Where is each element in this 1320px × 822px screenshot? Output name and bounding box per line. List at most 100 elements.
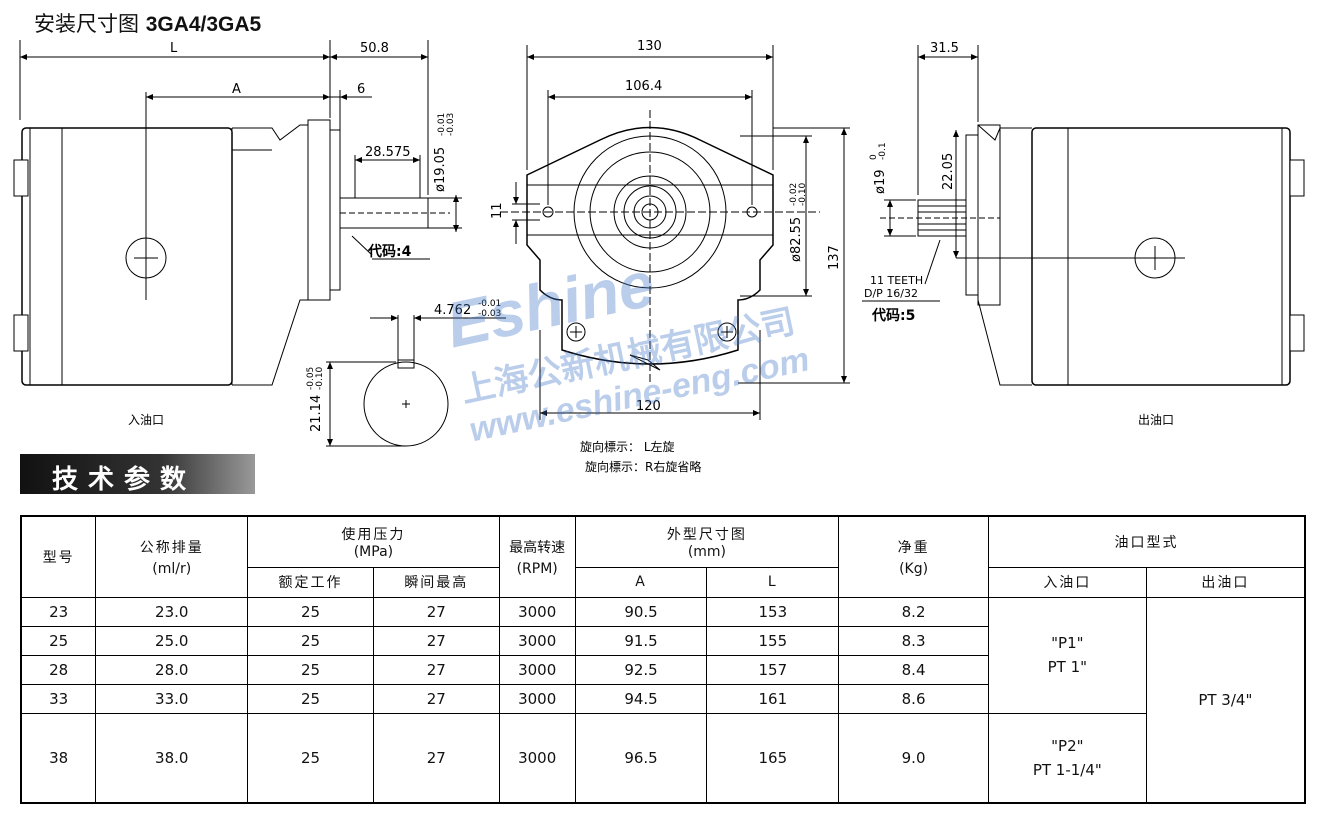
dim-A: A xyxy=(232,82,241,97)
dim-106-4: 106.4 xyxy=(625,79,662,94)
spline-teeth: 11 TEETH xyxy=(870,274,923,287)
cell-displacement: 23.0 xyxy=(95,596,249,627)
dim-key: 4.762 xyxy=(434,303,471,318)
header-pressure: 使用压力 (MPa) xyxy=(247,515,500,568)
cell-rated: 25 xyxy=(247,625,374,656)
dim-137: 137 xyxy=(827,245,842,270)
dim-pilot: ø82.55 xyxy=(789,217,804,262)
table-row: 25 25.0 25 27 3000 91.5 155 8.3 xyxy=(20,625,1305,656)
cell-weight: 8.2 xyxy=(838,596,989,627)
cell-speed: 3000 xyxy=(498,596,576,627)
dim-21-14-tol-bot: -0.10 xyxy=(315,366,325,390)
cell-L: 161 xyxy=(706,683,840,714)
cell-weight: 9.0 xyxy=(838,712,989,804)
cell-displacement: 25.0 xyxy=(95,625,249,656)
dim-spline-dia: ø19 xyxy=(873,170,888,195)
side-view-left xyxy=(13,40,462,386)
cell-inlet-p2: "P2" PT 1-1/4" xyxy=(987,712,1147,804)
cell-weight: 8.4 xyxy=(838,654,989,685)
cell-L: 165 xyxy=(706,712,840,804)
spec-table: 型号 公称排量 (ml/r) 使用压力 (MPa) 最高转速 (RPM) 外型尺… xyxy=(20,515,1306,804)
header-displacement: 公称排量 (ml/r) xyxy=(95,515,249,598)
cell-A: 94.5 xyxy=(574,683,708,714)
cell-speed: 3000 xyxy=(498,654,576,685)
cell-peak: 27 xyxy=(372,712,500,804)
dim-21-14: 21.14 xyxy=(309,395,324,432)
dim-11: 11 xyxy=(490,202,505,219)
shaft-key-section xyxy=(326,315,506,447)
dim-shaft-tol-bot: -0.03 xyxy=(446,113,456,136)
port-p1-size: PT 1" xyxy=(1047,658,1088,676)
header-L: L xyxy=(706,566,840,598)
header-displacement-unit: (ml/r) xyxy=(152,560,192,577)
rotation-right: 旋向標示：R右旋省略 xyxy=(585,459,701,474)
installation-drawing: L 50.8 A 6 28.575 ø19.05 -0.01 -0.03 代码:… xyxy=(13,39,1305,474)
header-displacement-label: 公称排量 xyxy=(139,539,204,556)
cell-displacement: 33.0 xyxy=(95,683,249,714)
cell-peak: 27 xyxy=(372,625,500,656)
header-pressure-unit: (MPa) xyxy=(353,543,394,560)
dim-pilot-tol-top: -0.02 xyxy=(789,183,799,206)
cell-model: 38 xyxy=(20,712,97,804)
cell-peak: 27 xyxy=(372,683,500,714)
dim-28-575: 28.575 xyxy=(365,145,411,160)
port-p2-size: PT 1-1/4" xyxy=(1032,760,1102,779)
cell-A: 91.5 xyxy=(574,625,708,656)
title-model: 3GA4/3GA5 xyxy=(145,13,262,36)
header-port-type: 油口型式 xyxy=(987,515,1306,568)
cell-model: 28 xyxy=(20,654,97,685)
dim-50-8: 50.8 xyxy=(360,41,389,56)
header-dimensions: 外型尺寸图 (mm) xyxy=(574,515,840,568)
dim-key-tol-top: -0.01 xyxy=(478,299,501,309)
header-peak: 瞬间最高 xyxy=(372,566,500,598)
cell-speed: 3000 xyxy=(498,683,576,714)
header-dimensions-label: 外型尺寸图 xyxy=(666,526,747,543)
cell-rated: 25 xyxy=(247,712,374,804)
code5-label: 代码:5 xyxy=(871,307,915,324)
dim-L: L xyxy=(170,41,178,56)
cell-L: 155 xyxy=(706,625,840,656)
cell-A: 96.5 xyxy=(574,712,708,804)
cell-peak: 27 xyxy=(372,654,500,685)
table-row: 23 23.0 25 27 3000 90.5 153 8.2 "P1" PT … xyxy=(20,596,1306,804)
header-dimensions-unit: (mm) xyxy=(687,543,727,560)
dim-key-tol-bot: -0.03 xyxy=(478,309,501,319)
cell-speed: 3000 xyxy=(498,712,576,804)
port-p2: "P2" xyxy=(1051,736,1084,755)
header-inlet: 入油口 xyxy=(987,566,1147,598)
inlet-label: 入油口 xyxy=(128,413,164,427)
cell-rated: 25 xyxy=(247,654,374,685)
header-rated: 额定工作 xyxy=(247,566,374,598)
page-title: 安装尺寸图 3GA4/3GA5 xyxy=(34,8,261,38)
header-weight-unit: (Kg) xyxy=(899,560,929,577)
cell-weight: 8.6 xyxy=(838,683,989,714)
spline-dp: D/P 16/32 xyxy=(864,287,918,300)
cell-outlet: PT 3/4" xyxy=(1145,596,1306,804)
header-weight-label: 净重 xyxy=(897,539,930,556)
cell-model: 33 xyxy=(20,683,97,714)
rotation-left: 旋向標示： L左旋 xyxy=(580,439,675,454)
header-outlet: 出油口 xyxy=(1145,566,1306,598)
cell-A: 92.5 xyxy=(574,654,708,685)
header-speed-label: 最高转速 xyxy=(509,539,566,556)
dim-pilot-tol-bot: -0.10 xyxy=(798,182,808,206)
dim-spline-tol-bot: -0.1 xyxy=(878,142,888,160)
dim-shaft-tol-top: -0.01 xyxy=(437,113,447,136)
table-row: 38 38.0 25 27 3000 96.5 165 9.0 "P2" PT … xyxy=(20,712,1305,804)
dim-spline-tol-top: 0 xyxy=(869,154,879,160)
cell-rated: 25 xyxy=(247,683,374,714)
front-view xyxy=(500,45,850,420)
header-model: 型号 xyxy=(20,515,97,598)
title-cn: 安装尺寸图 xyxy=(34,12,139,36)
cell-speed: 3000 xyxy=(498,625,576,656)
header-speed-unit: (RPM) xyxy=(516,560,558,577)
table-row: 28 28.0 25 27 3000 92.5 157 8.4 xyxy=(20,654,1305,685)
cell-inlet-p1: "P1" PT 1" xyxy=(987,596,1147,714)
header-A: A xyxy=(574,566,708,598)
cell-peak: 27 xyxy=(372,596,500,627)
cell-displacement: 38.0 xyxy=(95,712,249,804)
dim-21-14-tol-top: -0.05 xyxy=(306,367,316,390)
header-pressure-label: 使用压力 xyxy=(341,526,406,543)
dim-130: 130 xyxy=(637,39,662,54)
cell-model: 23 xyxy=(20,596,97,627)
